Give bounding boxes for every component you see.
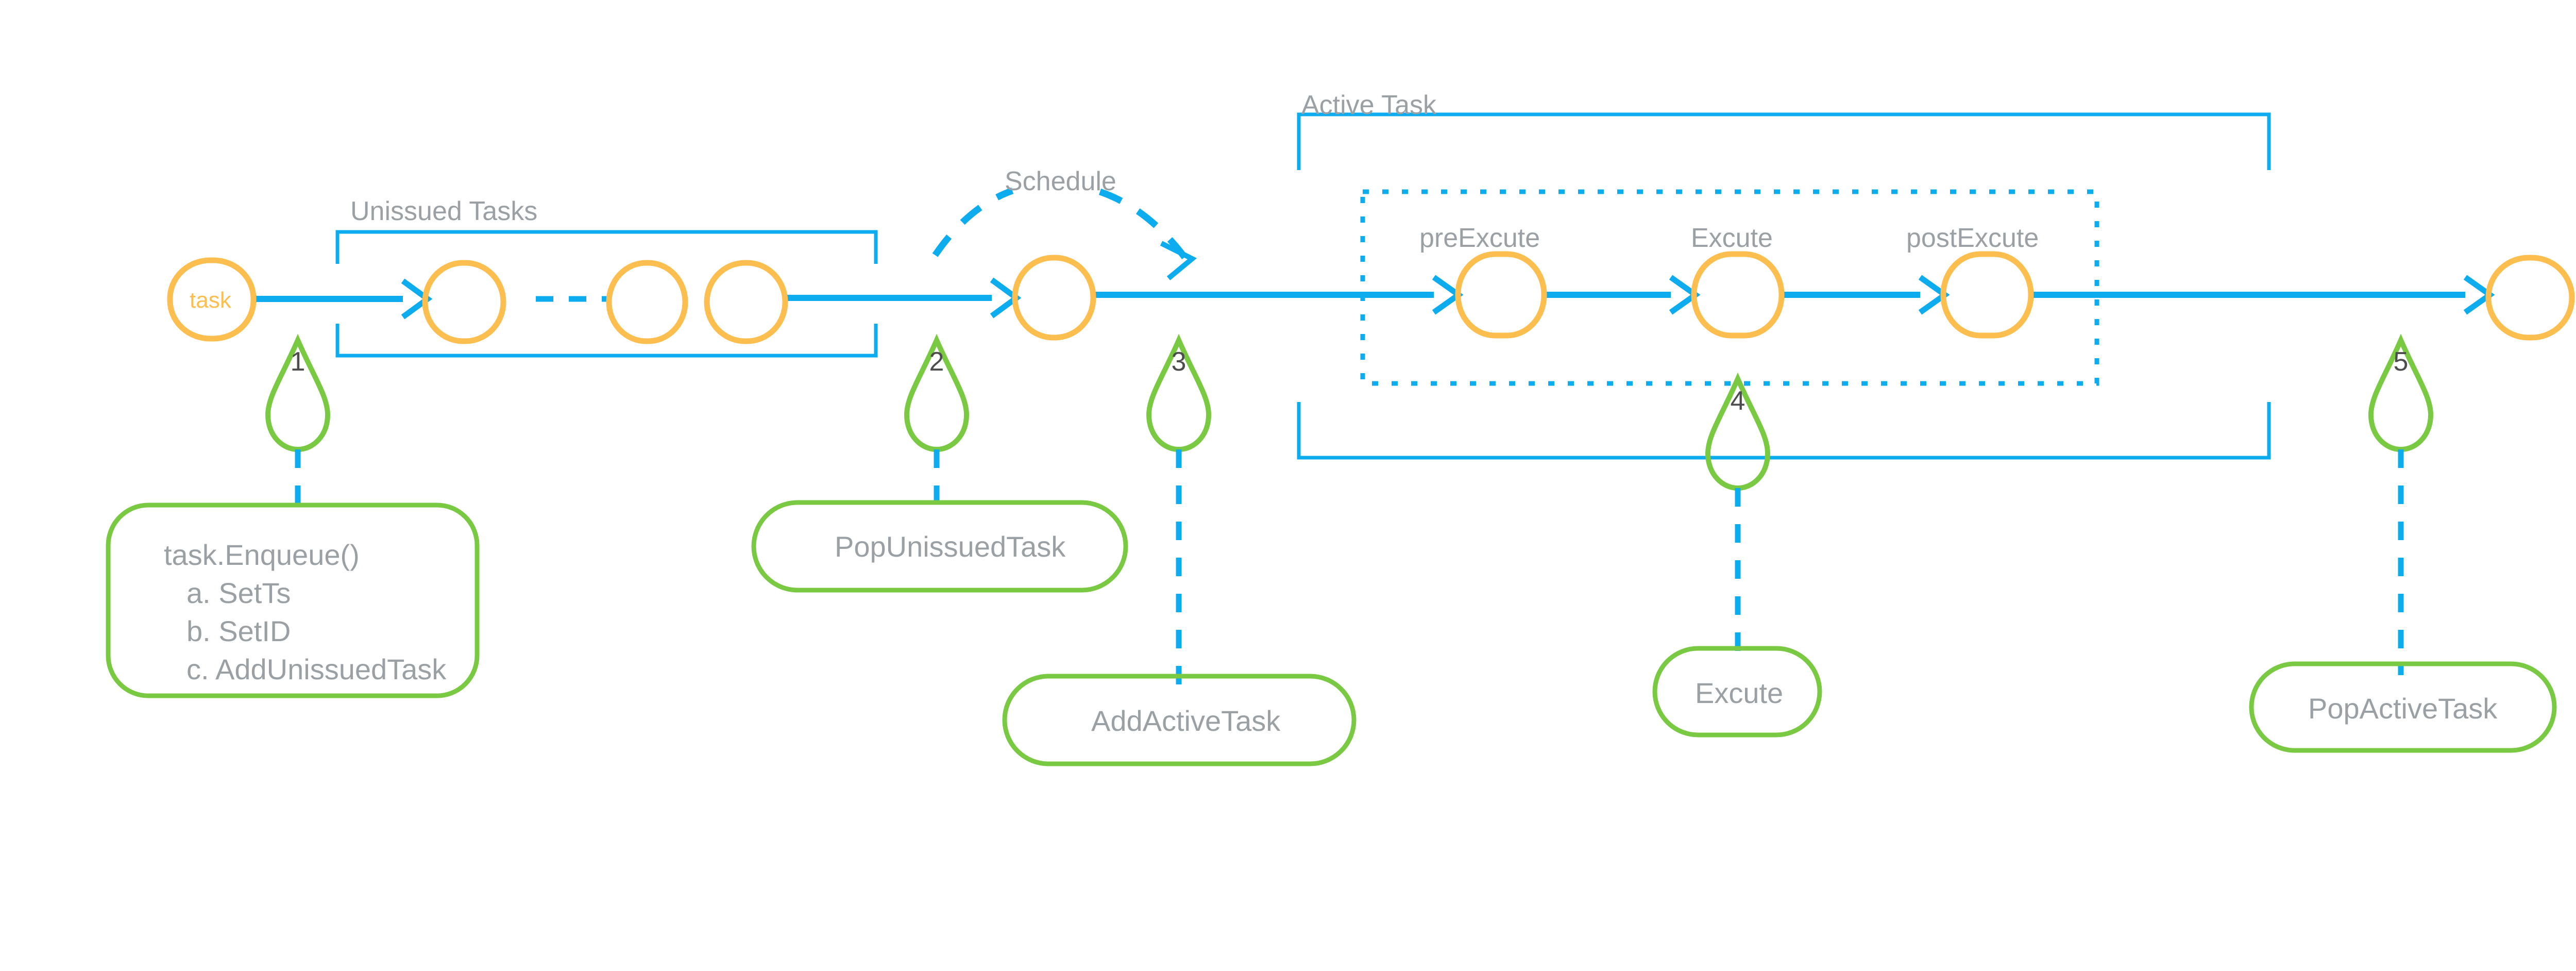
step-markers: [265, 333, 2434, 491]
scheduled-node-shape: [1012, 255, 1096, 341]
callout-pop-unissued-box: [751, 500, 1128, 593]
postexcute-label: postExcute: [1906, 223, 2039, 253]
active-task-bracket: [1297, 112, 2271, 460]
callout-pop-active-box: [2249, 661, 2557, 753]
main-flow-line: [251, 275, 2495, 320]
callout-add-active-label: AddActiveTask: [1091, 705, 1281, 737]
marker-1-number: 1: [290, 347, 306, 377]
task-node-label: task: [190, 288, 231, 313]
unissued-node-3-shape: [704, 260, 788, 344]
node-shapes: [167, 251, 2575, 344]
unissued-node-2-shape: [606, 260, 688, 344]
marker-4-number: 4: [1730, 386, 1745, 416]
schedule-arrows: [932, 187, 1197, 280]
callout-enqueue-line-c: c. AddUnissuedTask: [187, 652, 447, 685]
schedule-group-label: Schedule: [1005, 166, 1116, 196]
postexcute-node-shape: [1940, 251, 2034, 339]
callout-leaders: [295, 449, 2404, 685]
marker-5-number: 5: [2393, 347, 2409, 377]
marker-2-number: 2: [929, 347, 944, 377]
callout-enqueue-line-b: b. SetID: [187, 614, 291, 647]
execute-phase-dotted-box: [1360, 189, 2099, 386]
done-node-shape: [2485, 255, 2575, 341]
preexcute-label: preExcute: [1419, 223, 1540, 253]
callout-add-active-box: [1002, 674, 1357, 766]
callout-pop-active-label: PopActiveTask: [2308, 692, 2498, 725]
callout-enqueue-content: task.Enqueue() a. SetTs b. SetID c. AddU…: [164, 536, 446, 689]
active-task-group-label: Active Task: [1301, 90, 1437, 120]
unissued-tasks-bracket: [335, 230, 878, 358]
callout-enqueue-box: [106, 503, 480, 698]
unissued-tasks-group-label: Unissued Tasks: [350, 196, 538, 226]
callout-excute-label: Excute: [1695, 677, 1784, 709]
task-node-shape: [167, 257, 257, 342]
excute-label: Excute: [1691, 223, 1773, 253]
callout-enqueue-title: task.Enqueue(): [164, 539, 360, 571]
callout-enqueue-line-a: a. SetTs: [187, 576, 291, 609]
callout-excute-box: [1652, 646, 1822, 738]
unissued-node-1-shape: [422, 260, 506, 344]
marker-3-number: 3: [1171, 347, 1187, 377]
callout-boxes: [106, 500, 2557, 766]
excute-node-shape: [1691, 251, 1785, 339]
callout-pop-unissued-label: PopUnissuedTask: [835, 530, 1066, 563]
preexcute-node-shape: [1455, 251, 1547, 339]
